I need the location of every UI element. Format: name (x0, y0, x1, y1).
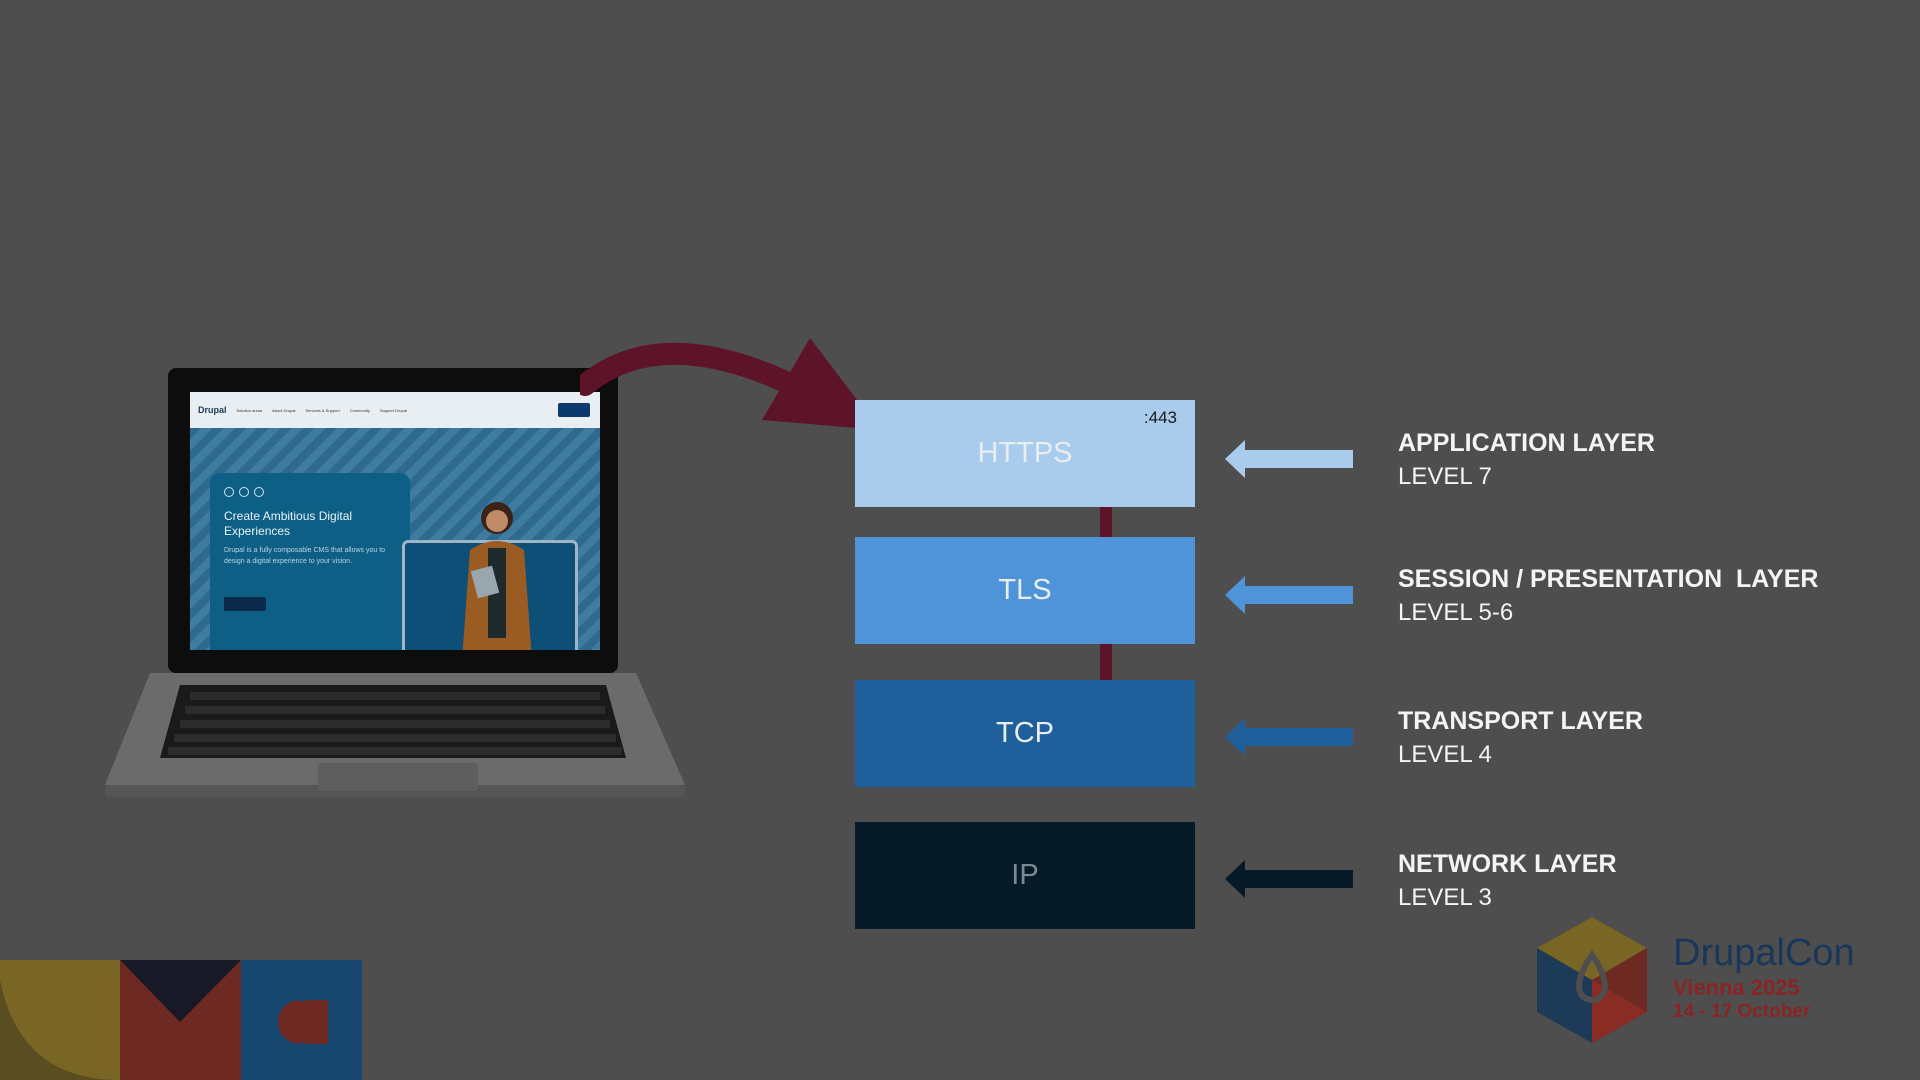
logo-city: Vienna 2025 (1673, 975, 1800, 1001)
layer-label-session: SESSION / PRESENTATION LAYER LEVEL 5-6 (1398, 562, 1818, 630)
logo-date: 14 - 17 October (1673, 1001, 1810, 1023)
layer-label-application: APPLICATION LAYER LEVEL 7 (1398, 426, 1655, 494)
tcp-box: TCP (855, 680, 1195, 787)
layer-level: LEVEL 3 (1398, 881, 1617, 915)
layer-label-network: NETWORK LAYER LEVEL 3 (1398, 847, 1617, 915)
connector-line (1100, 505, 1112, 540)
layer-name: NETWORK LAYER (1398, 847, 1617, 881)
nav-item: About Drupal (272, 408, 295, 413)
layer-level: LEVEL 7 (1398, 460, 1655, 494)
arrow-left-icon (1225, 716, 1353, 758)
layer-level: LEVEL 4 (1398, 738, 1643, 772)
hero-background: Create Ambitious Digital Experiences Dru… (190, 428, 600, 650)
hero-dots (224, 487, 264, 497)
nav-item: Solution areas (237, 408, 263, 413)
drupalcon-logo-icon (1535, 915, 1650, 1045)
nav-item: Services & Support (305, 408, 339, 413)
hero-text: Drupal is a fully composable CMS that al… (224, 545, 394, 567)
arrow-left-icon (1225, 438, 1353, 480)
tcp-label: TCP (996, 717, 1054, 750)
drupal-logo: Drupal (198, 405, 227, 415)
port-label: :443 (1144, 408, 1177, 428)
arrow-left-icon (1225, 574, 1353, 616)
hero-card: Create Ambitious Digital Experiences Dru… (210, 473, 410, 650)
curved-arrow (580, 330, 880, 440)
ip-box: IP (855, 822, 1195, 929)
logo-name: DrupalCon (1673, 932, 1855, 975)
layer-name: TRANSPORT LAYER (1398, 704, 1643, 738)
decorative-shapes (0, 960, 362, 1080)
tls-label: TLS (998, 574, 1051, 607)
nav-item: Community (350, 408, 370, 413)
layer-name: SESSION / PRESENTATION LAYER (1398, 562, 1818, 596)
tls-box: TLS (855, 537, 1195, 644)
nav-item: Support Drupal (380, 408, 407, 413)
connector-line (1100, 643, 1112, 681)
layer-name: APPLICATION LAYER (1398, 426, 1655, 460)
arrow-left-icon (1225, 858, 1353, 900)
ip-label: IP (1011, 859, 1038, 892)
https-label: HTTPS (977, 437, 1072, 470)
laptop-screen: Drupal Solution areas About Drupal Servi… (190, 392, 600, 650)
layer-level: LEVEL 5-6 (1398, 596, 1818, 630)
website-navbar: Drupal Solution areas About Drupal Servi… (190, 392, 600, 428)
person-image (452, 490, 542, 650)
layer-label-transport: TRANSPORT LAYER LEVEL 4 (1398, 704, 1643, 772)
hero-title: Create Ambitious Digital Experiences (224, 509, 374, 539)
hero-cta-button (224, 597, 266, 611)
https-box: HTTPS :443 (855, 400, 1195, 507)
